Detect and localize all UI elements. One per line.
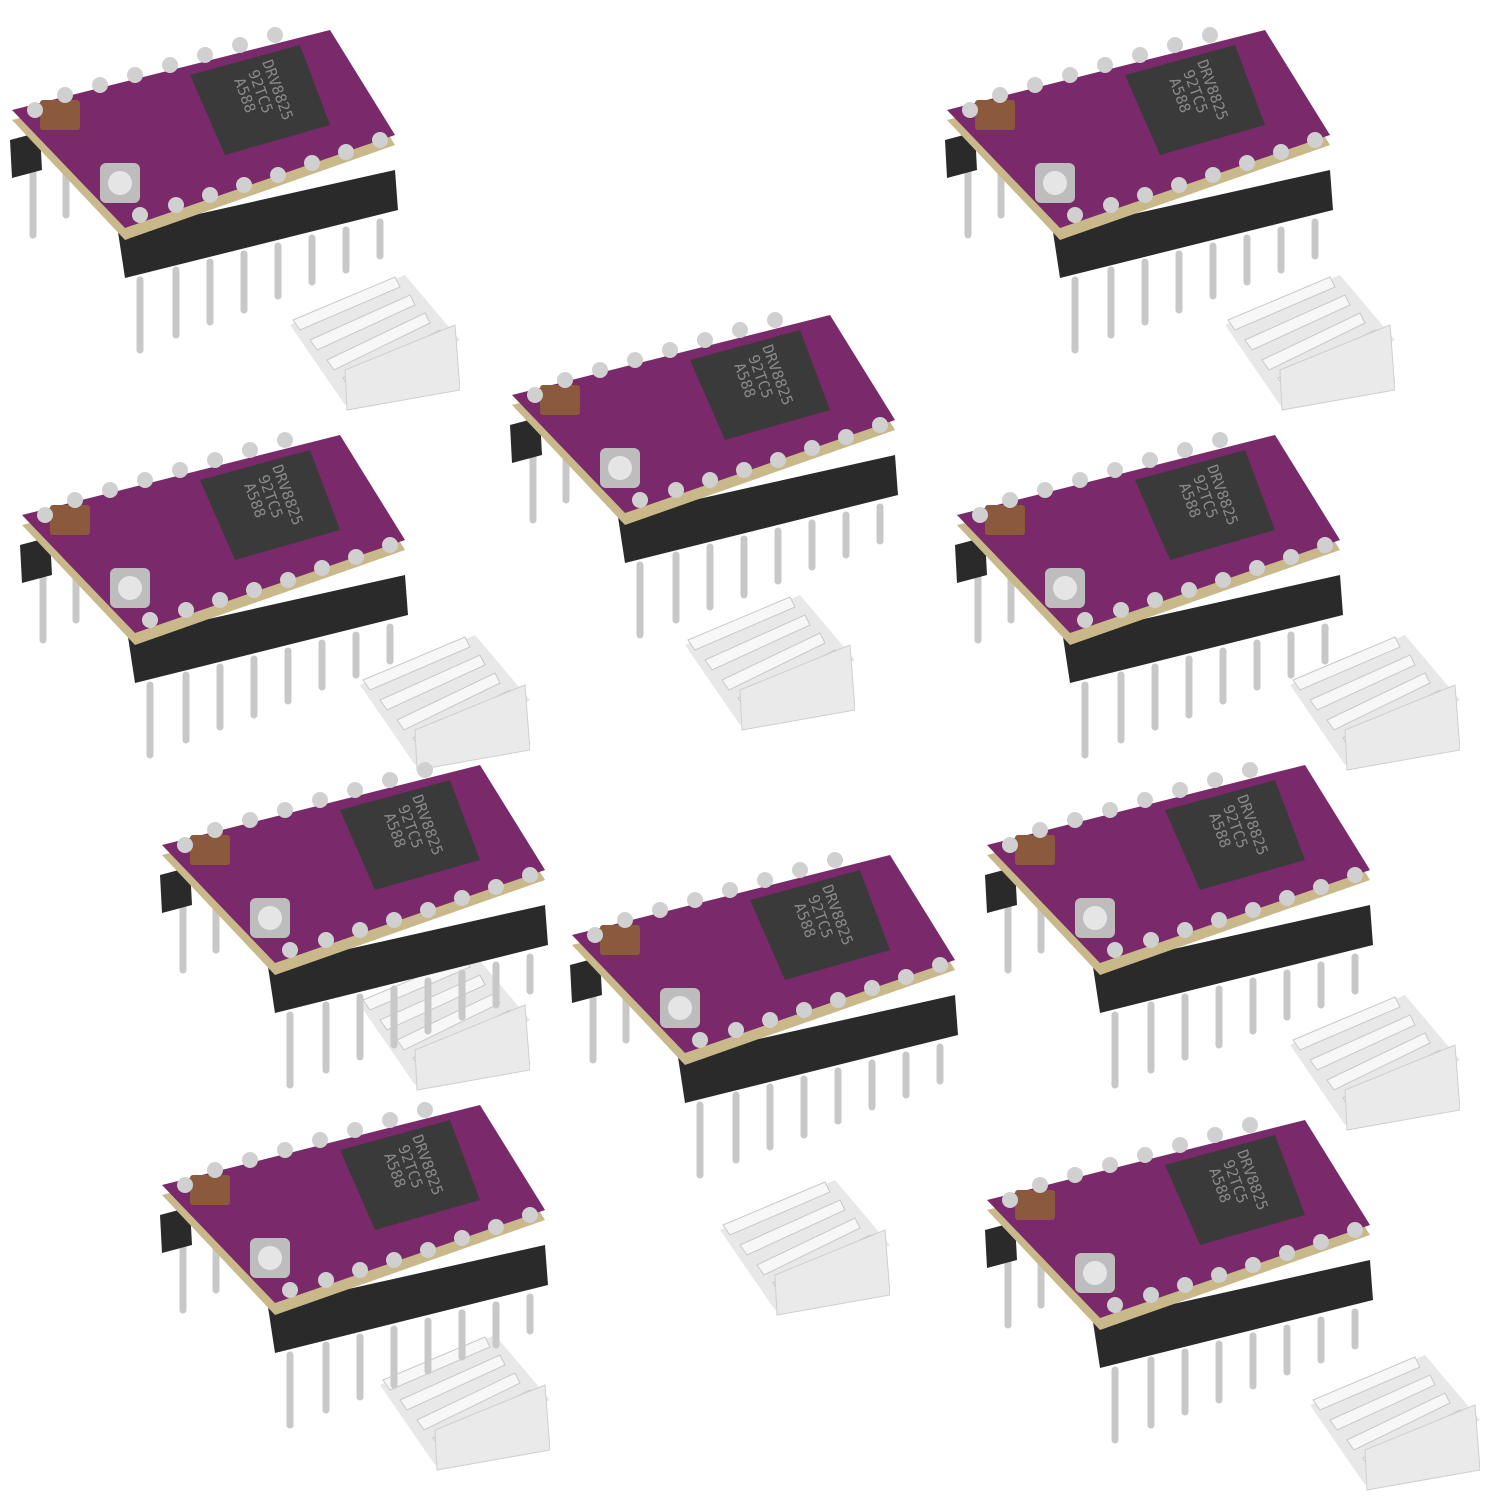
drv8825-module: DRV8825 92TC5 A588 (975, 1090, 1375, 1450)
drv8825-module: DRV8825 92TC5 A588 (935, 0, 1335, 360)
drv8825-module: DRV8825 92TC5 A588 (150, 735, 550, 1095)
heatsink-illustration (720, 1180, 891, 1316)
aluminum-heatsink (355, 625, 531, 775)
heatsink-illustration (1310, 1355, 1481, 1491)
heatsink-illustration (360, 635, 531, 771)
driver-board-illustration: DRV8825 92TC5 A588 (985, 762, 1373, 1089)
heatsink-illustration (380, 1335, 551, 1471)
drv8825-module: DRV8825 92TC5 A588 (560, 825, 960, 1185)
driver-board-illustration: DRV8825 92TC5 A588 (510, 312, 898, 639)
driver-board-illustration: DRV8825 92TC5 A588 (160, 1102, 548, 1429)
drv8825-module: DRV8825 92TC5 A588 (0, 0, 400, 360)
heatsink-illustration (1290, 635, 1461, 771)
drv8825-module: DRV8825 92TC5 A588 (150, 1075, 550, 1435)
driver-board-illustration: DRV8825 92TC5 A588 (10, 27, 398, 354)
heatsink-illustration (1290, 995, 1461, 1131)
driver-board-illustration: DRV8825 92TC5 A588 (20, 432, 408, 759)
aluminum-heatsink (1305, 1345, 1481, 1495)
heatsink-illustration (685, 595, 856, 731)
driver-board-illustration: DRV8825 92TC5 A588 (955, 432, 1343, 759)
drv8825-module: DRV8825 92TC5 A588 (500, 285, 900, 645)
drv8825-module: DRV8825 92TC5 A588 (975, 735, 1375, 1095)
driver-board-illustration: DRV8825 92TC5 A588 (160, 762, 548, 1089)
drv8825-module: DRV8825 92TC5 A588 (10, 405, 410, 765)
aluminum-heatsink (715, 1170, 891, 1320)
aluminum-heatsink (680, 585, 856, 735)
driver-board-illustration: DRV8825 92TC5 A588 (945, 27, 1333, 354)
aluminum-heatsink (1285, 985, 1461, 1135)
aluminum-heatsink (375, 1325, 551, 1475)
drv8825-module: DRV8825 92TC5 A588 (945, 405, 1345, 765)
aluminum-heatsink (1285, 625, 1461, 775)
driver-board-illustration: DRV8825 92TC5 A588 (570, 852, 958, 1179)
driver-board-illustration: DRV8825 92TC5 A588 (985, 1117, 1373, 1444)
